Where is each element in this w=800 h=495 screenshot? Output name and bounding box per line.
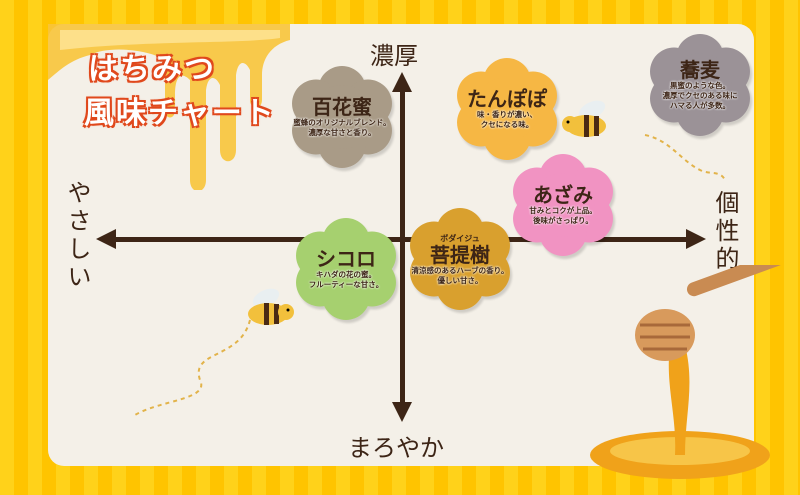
horizontal-axis — [110, 237, 690, 242]
arrow-up-icon — [392, 72, 412, 92]
axis-label-bottom: まろやか — [348, 434, 444, 462]
flower-shape — [457, 58, 557, 160]
flower-name: 菩提樹 — [430, 242, 490, 267]
flower-shikoro: シコロ キハダの花の蜜。 フルーティーな甘さ。 — [286, 214, 406, 324]
flower-shape — [292, 66, 392, 168]
axis-label-top: 濃厚 — [370, 42, 418, 70]
flower-desc-1: 清涼感のあるハーブの香り。 — [411, 265, 509, 275]
flower-desc-2: フルーティーな甘さ。 — [308, 280, 384, 289]
axis-label-left: やさしい — [63, 180, 91, 292]
flower-soba: 蕎麦 黒蜜のような色。 濃厚でクセのある味に ハマる人が多数。 — [640, 30, 760, 140]
honey-drip-decoration — [48, 24, 290, 190]
flower-desc-1: 黒蜜のような色。 — [670, 81, 730, 91]
flower-name: たんぽぽ — [467, 87, 547, 112]
bee-icon — [248, 288, 294, 325]
bee-icon — [562, 100, 606, 137]
flower-shape — [513, 154, 613, 256]
bee-flight-path — [134, 319, 251, 416]
axis-label-right: 個性的 — [711, 190, 739, 274]
honey-dipper-image — [590, 265, 800, 479]
flower-desc-3: ハマる人が多数。 — [670, 100, 730, 110]
flower-desc-2: クセになる味。 — [480, 120, 534, 129]
flower-desc-1: 蜜蜂のオリジナルブレンド。 — [293, 118, 391, 128]
flower-ruby: ボダイジュ — [440, 233, 480, 243]
arrow-right-icon — [686, 229, 706, 249]
flower-desc-1: 甘みとコクが上品。 — [529, 206, 597, 216]
flower-desc-2: 濃厚な甘さと香り。 — [308, 128, 376, 137]
flower-desc-2: 後味がさっぱり。 — [533, 216, 593, 225]
title-line2: 風味チャート — [84, 96, 276, 131]
flower-azami: あざみ 甘みとコクが上品。 後味がさっぱり。 — [503, 150, 623, 260]
arrow-down-icon — [392, 402, 412, 422]
flower-shape — [650, 34, 750, 136]
flower-name: あざみ — [533, 183, 593, 208]
flower-desc-1: キハダの花の蜜。 — [316, 270, 376, 280]
title-line1: はちみつ — [88, 52, 216, 87]
flower-name: シコロ — [316, 247, 376, 272]
bee-flight-path — [644, 134, 726, 181]
flower-name: 百花蜜 — [312, 95, 372, 120]
flower-desc-2: 優しい甘さ。 — [437, 275, 483, 285]
flower-desc-2: 濃厚でクセのある味に — [662, 91, 738, 101]
flower-name: 蕎麦 — [680, 58, 720, 83]
flower-shape — [410, 208, 510, 310]
flower-tanpopo: たんぽぽ 味・香りが濃い、 クセになる味。 — [447, 54, 567, 164]
flower-shape — [296, 218, 396, 320]
flower-hyakkamitsu: 百花蜜 蜜蜂のオリジナルブレンド。 濃厚な甘さと香り。 — [282, 62, 402, 172]
flower-desc-1: 味・香りが濃い、 — [477, 110, 537, 120]
arrow-left-icon — [96, 229, 116, 249]
vertical-axis — [400, 88, 405, 406]
flower-bodaiju: ボダイジュ 菩提樹 清涼感のあるハーブの香り。 優しい甘さ。 — [400, 204, 520, 314]
